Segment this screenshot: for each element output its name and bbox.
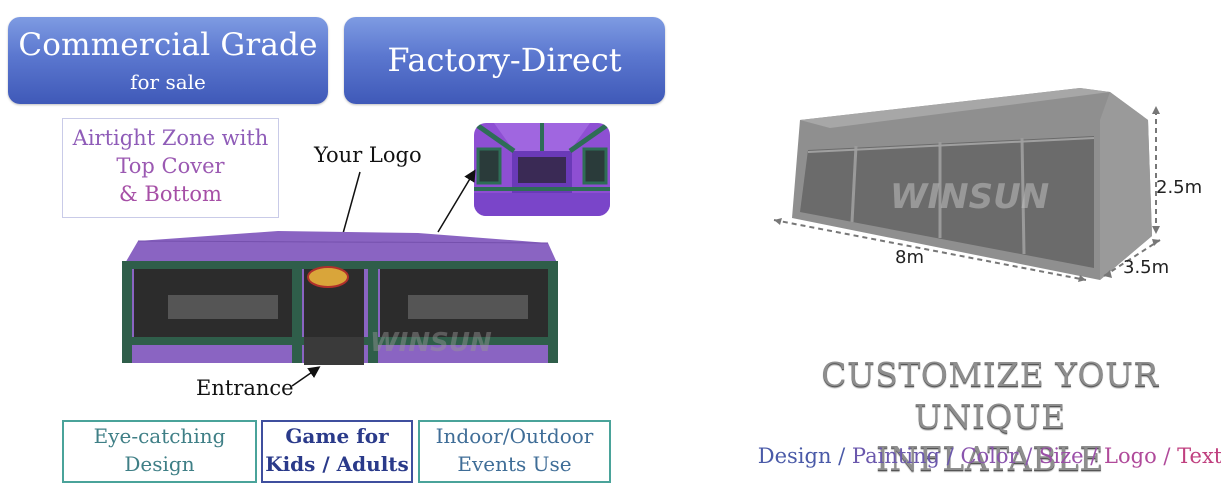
feature-1-line-1: Eye-catching (93, 424, 226, 448)
feature-2-line-2: Kids / Adults (265, 452, 409, 476)
option-size: Size (1038, 444, 1084, 468)
option-color: Color (960, 444, 1019, 468)
gray-tent-image: WINSUN (773, 88, 1161, 282)
commercial-grade-sub: for sale (130, 70, 206, 94)
feature-3-line-1: Indoor/Outdoor (435, 424, 594, 448)
customize-line-2: INFLATABLE (875, 439, 1105, 478)
factory-direct-title: Factory-Direct (387, 41, 622, 79)
airtight-zone-box: Airtight Zone with Top Cover & Bottom (62, 118, 279, 218)
option-separator: / (1018, 444, 1039, 468)
left-watermark: WINSUN (370, 328, 492, 358)
option-design: Design (757, 444, 832, 468)
feature-1-line-2: Design (124, 452, 195, 476)
width-label: 3.5m (1123, 257, 1170, 278)
thumbnail-arrow (437, 169, 476, 233)
option-separator: / (1156, 444, 1178, 468)
feature-3-line-2: Events Use (457, 452, 572, 476)
your-logo-label: Your Logo (314, 143, 422, 167)
option-text: Text (1177, 444, 1221, 468)
interior-thumbnail-graphic (474, 123, 610, 216)
customize-line-1: CUSTOMIZE YOUR UNIQUE (821, 355, 1159, 436)
option-painting: Painting (851, 444, 940, 468)
option-logo: Logo (1104, 444, 1157, 468)
option-separator: / (831, 444, 852, 468)
option-separator: / (1083, 444, 1105, 468)
feature-game-for: Game for Kids / Adults (261, 420, 413, 483)
length-label: 8m (895, 247, 924, 268)
entrance-label: Entrance (196, 376, 294, 400)
right-watermark: WINSUN (890, 177, 1049, 217)
commercial-grade-title: Commercial Grade (18, 27, 318, 63)
customize-heading: CUSTOMIZE YOUR UNIQUE INFLATABLE (760, 354, 1220, 480)
airtight-line-2: Top Cover (116, 154, 225, 178)
airtight-line-1: Airtight Zone with (72, 126, 269, 150)
customization-options: Design / Painting / Color / Size / Logo … (740, 444, 1221, 468)
length-dimension-line (773, 219, 1087, 281)
interior-thumbnail (474, 123, 610, 216)
airtight-line-3: & Bottom (119, 182, 222, 206)
factory-direct-badge: Factory-Direct (344, 17, 665, 104)
width-dimension-line (1103, 239, 1161, 277)
commercial-grade-badge: Commercial Grade for sale (8, 17, 328, 104)
feature-2-line-1: Game for (285, 424, 389, 448)
option-separator: / (940, 444, 961, 468)
purple-tent-image: WINSUN (122, 231, 558, 365)
entrance-arrow (291, 366, 321, 387)
feature-eye-catching: Eye-catching Design (62, 420, 257, 483)
feature-indoor-outdoor: Indoor/Outdoor Events Use (418, 420, 611, 483)
height-label: 2.5m (1156, 177, 1203, 198)
